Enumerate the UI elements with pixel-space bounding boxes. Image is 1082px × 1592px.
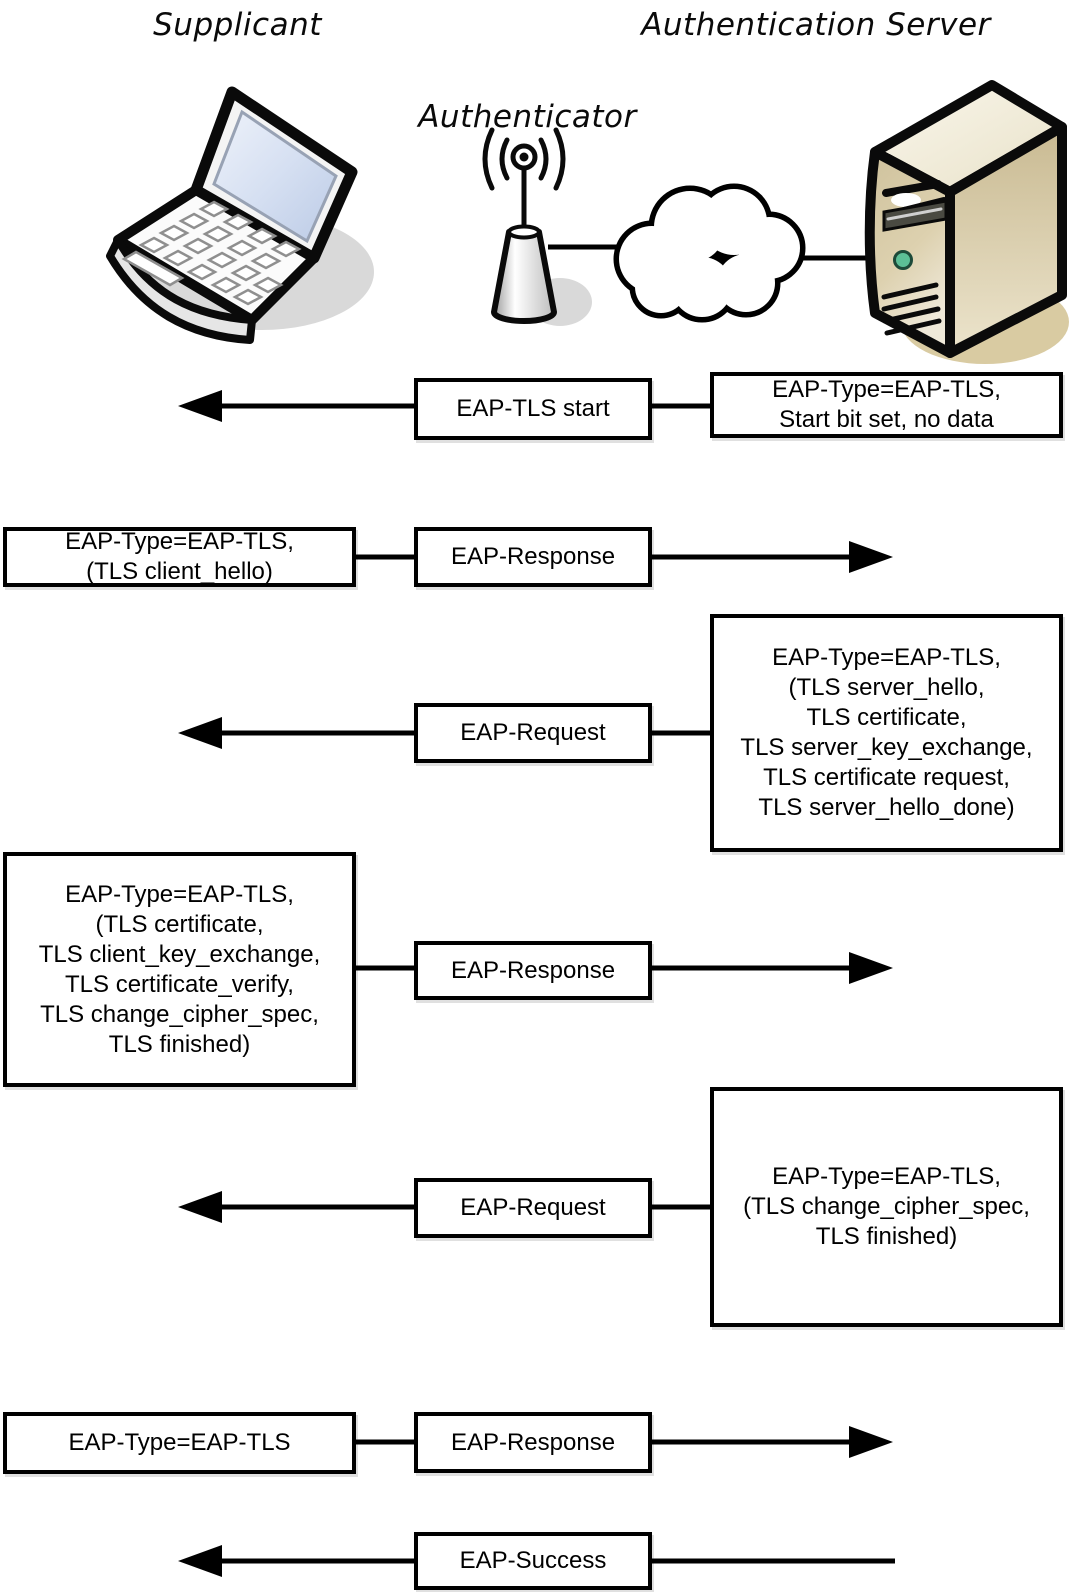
message-box-eap-tls-start: EAP-TLS start <box>414 378 652 440</box>
note-line: EAP-Type=EAP-TLS, <box>65 528 294 555</box>
message-label: EAP-Request <box>460 1194 606 1221</box>
note-line: EAP-Type=EAP-TLS, <box>772 644 1001 671</box>
note-line: TLS certificate, <box>806 704 967 731</box>
note-line: EAP-Type=EAP-TLS, <box>65 880 294 908</box>
message-label: EAP-Success <box>459 1547 607 1574</box>
authentication-server-label: Authentication Server <box>641 7 991 43</box>
note-box-server-finished: EAP-Type=EAP-TLS, (TLS change_cipher_spe… <box>710 1087 1063 1327</box>
message-box-eap-response: EAP-Response <box>414 941 652 1000</box>
message-label: EAP-Response <box>450 1428 616 1456</box>
arrow-right-icon <box>849 952 893 984</box>
server-drive-bays <box>882 180 948 232</box>
note-line: (TLS certificate, <box>95 910 264 938</box>
backbone-links <box>548 244 880 261</box>
note-line: (TLS change_cipher_spec, <box>743 1193 1030 1220</box>
message-box-eap-response: EAP-Response <box>414 1412 652 1473</box>
laptop-keys <box>121 200 302 306</box>
note-line: TLS finished) <box>815 1223 958 1250</box>
note-line: TLS server_hello_done) <box>758 794 1015 821</box>
message-label: EAP-Request <box>460 719 606 746</box>
note-line: EAP-Type=EAP-TLS <box>68 1429 291 1456</box>
note-line: TLS certificate request, <box>763 764 1010 791</box>
network-cloud-icon <box>613 183 806 323</box>
note-box-eap-type: EAP-Type=EAP-TLS <box>3 1412 356 1474</box>
note-line: (TLS client_hello) <box>86 558 273 585</box>
note-line: EAP-Type=EAP-TLS, <box>772 376 1001 403</box>
server-icon <box>864 80 1069 364</box>
note-line: TLS client_key_exchange, <box>38 940 321 968</box>
arrow-right-icon <box>849 1426 893 1458</box>
radio-waves-icon <box>482 127 566 191</box>
message-box-eap-success: EAP-Success <box>414 1532 652 1590</box>
note-line: TLS certificate_verify, <box>65 970 294 998</box>
note-box-server-hello: EAP-Type=EAP-TLS, (TLS server_hello, TLS… <box>710 614 1063 852</box>
note-line: TLS finished) <box>108 1030 251 1058</box>
message-box-eap-response: EAP-Response <box>414 527 652 587</box>
message-box-eap-request: EAP-Request <box>414 1178 652 1238</box>
note-line: TLS server_key_exchange, <box>740 734 1033 761</box>
authenticator-label: Authenticator <box>418 99 637 135</box>
note-box-client-hello: EAP-Type=EAP-TLS, (TLS client_hello) <box>3 527 356 587</box>
laptop-icon <box>106 86 374 344</box>
arrow-left-icon <box>178 717 222 749</box>
note-line: Start bit set, no data <box>779 406 994 433</box>
note-box-client-certificate: EAP-Type=EAP-TLS, (TLS certificate, TLS … <box>3 852 356 1087</box>
note-line: (TLS server_hello, <box>788 674 985 701</box>
note-line: TLS change_cipher_spec, <box>40 1000 319 1028</box>
message-label: EAP-TLS start <box>456 395 610 422</box>
server-vents <box>881 282 942 336</box>
arrow-left-icon <box>178 1191 222 1223</box>
access-point-icon <box>482 127 592 326</box>
arrow-right-icon <box>849 541 893 573</box>
message-label: EAP-Response <box>450 956 616 984</box>
note-line: EAP-Type=EAP-TLS, <box>772 1163 1001 1190</box>
arrow-left-icon <box>178 1545 222 1577</box>
supplicant-label: Supplicant <box>153 7 322 43</box>
arrow-left-icon <box>178 390 222 422</box>
message-label: EAP-Response <box>450 543 616 570</box>
message-box-eap-request: EAP-Request <box>414 703 652 763</box>
server-power-led <box>893 250 913 270</box>
note-box-server-start: EAP-Type=EAP-TLS, Start bit set, no data <box>710 372 1063 438</box>
